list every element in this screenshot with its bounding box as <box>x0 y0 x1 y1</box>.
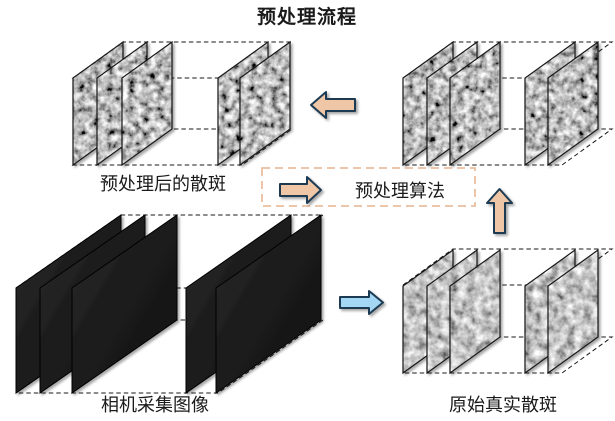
algorithm-box-label: 预处理算法 <box>355 181 445 201</box>
speckle-sheet <box>547 40 599 167</box>
diagram-title: 预处理流程 <box>257 5 357 28</box>
algorithm-box-border <box>261 167 476 207</box>
camera-frames-stack: 相机采集图像 <box>14 214 325 415</box>
speckle-sheet <box>121 40 173 167</box>
flow-arrow-left-icon <box>310 91 356 119</box>
original-speckle-label: 原始真实散斑 <box>449 395 557 415</box>
speckle-sheet <box>449 40 501 167</box>
processed-speckle-stack: 预处理后的散斑 <box>71 40 294 194</box>
stack-outline-top-dashed <box>401 248 614 286</box>
processed-speckle-label: 预处理后的散斑 <box>100 174 226 194</box>
speckle-sheet <box>449 248 501 375</box>
original-speckle-stack: 原始真实散斑 <box>401 248 614 415</box>
dark-frame-sheet <box>215 214 322 394</box>
speckle-sheet <box>239 40 291 167</box>
speckle-sheet <box>547 248 599 375</box>
flow-arrow-up-icon <box>486 188 513 234</box>
algorithm-right-arrow-icon <box>279 176 322 204</box>
camera-frames-label: 相机采集图像 <box>101 395 209 415</box>
dark-frame-sheet <box>71 214 178 394</box>
flow-arrow-right-blue-icon <box>339 290 384 315</box>
algorithm-box: 预处理算法 <box>261 167 476 207</box>
input-speckle-stack <box>401 40 614 167</box>
